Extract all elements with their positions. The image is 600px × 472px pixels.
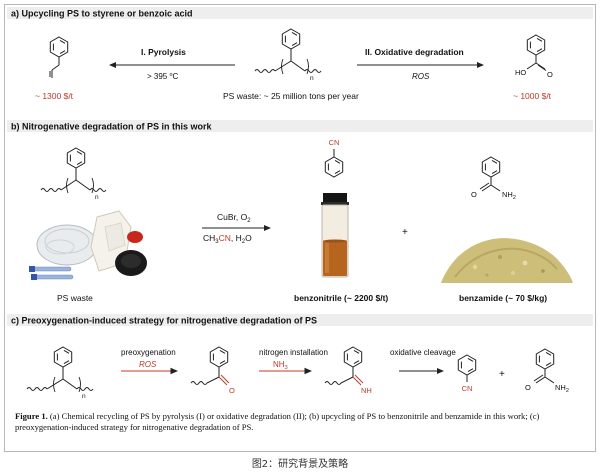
styrene-structure — [49, 36, 69, 78]
benzonitrile-cn-label-c: CN — [462, 384, 473, 393]
benzamide-o-label-c: O — [525, 383, 531, 392]
reagent-line-2: CH3CN, H2O — [203, 233, 252, 245]
benzonitrile-structure — [324, 149, 344, 178]
benzoic-price: ~ 1000 $/t — [513, 91, 552, 101]
figure-caption: Figure 1. (a) Chemical recycling of PS b… — [15, 411, 589, 433]
panel-b-header-bg — [7, 120, 593, 132]
panel-c-header-bg — [7, 314, 593, 326]
step2-reagent: NH3 — [273, 360, 288, 371]
ps-polymer-structure-c — [26, 346, 94, 393]
ps-n-label-a: n — [310, 75, 314, 82]
step1-label: preoxygenation — [121, 348, 176, 357]
ps-waste-amount: PS waste: ~ 25 million tons per year — [223, 91, 359, 101]
plus-sign-b: + — [402, 227, 408, 238]
benzamide-nh2-label-c: NH2 — [555, 383, 569, 394]
ps-waste-photo — [29, 210, 147, 280]
ketone-intermediate-structure — [190, 346, 230, 386]
benzamide-nh2-label-b: NH2 — [502, 190, 516, 201]
figure-graphic: a) Upcycling PS to styrene or benzoic ac… — [7, 7, 593, 400]
styrene-price: ~ 1300 $/t — [35, 91, 74, 101]
benzonitrile-vial-photo — [321, 193, 349, 278]
panel-a-header-bg — [7, 7, 593, 19]
pyrolysis-label: I. Pyrolysis — [141, 47, 186, 57]
benzoic-ho-label: HO — [515, 68, 526, 77]
imine-intermediate-structure — [324, 346, 364, 386]
benzamide-o-label-b: O — [471, 190, 477, 199]
oxidative-label: II. Oxidative degradation — [365, 47, 464, 57]
figure-caption-text: (a) Chemical recycling of PS by pyrolysi… — [15, 411, 540, 432]
benzamide-powder-photo — [441, 238, 573, 283]
benzoic-o-label: O — [547, 70, 553, 79]
ps-n-label-c: n — [82, 393, 86, 400]
benzamide-structure-b — [479, 156, 501, 192]
ketone-o-label: O — [229, 386, 235, 395]
step3-label: oxidative cleavage — [390, 348, 456, 357]
benzoic-acid-structure — [526, 34, 547, 71]
reagent-line-1: CuBr, O2 — [217, 212, 251, 224]
panel-a-title: a) Upcycling PS to styrene or benzoic ac… — [11, 9, 193, 19]
imine-nh-label: NH — [361, 386, 372, 395]
pyrolysis-condition: > 395 oC — [147, 72, 179, 81]
ps-n-label-b: n — [95, 194, 99, 201]
benzamide-structure-c — [533, 348, 555, 384]
ps-polymer-structure-b — [40, 147, 107, 194]
plus-sign-c: + — [499, 369, 505, 380]
panel-c-title: c) Preoxygenation-induced strategy for n… — [11, 316, 317, 326]
benzamide-label: benzamide (~ 70 $/kg) — [459, 293, 547, 303]
step1-reagent: ROS — [139, 360, 157, 369]
ps-polymer-structure-a — [254, 28, 322, 75]
figure-frame: a) Upcycling PS to styrene or benzoic ac… — [4, 4, 596, 452]
figure-caption-label: Figure 1. — [15, 411, 48, 421]
step2-label: nitrogen installation — [259, 348, 328, 357]
benzonitrile-structure-c — [457, 354, 477, 382]
benzonitrile-label: benzonitrile (~ 2200 $/t) — [294, 293, 388, 303]
figure-number-note: 图2：研究背景及策略 — [251, 459, 349, 470]
panel-b-title: b) Nitrogenative degradation of PS in th… — [11, 122, 213, 132]
benzonitrile-cn-label: CN — [329, 138, 340, 147]
oxidative-condition: ROS — [412, 72, 430, 81]
ps-waste-label: PS waste — [57, 293, 93, 303]
